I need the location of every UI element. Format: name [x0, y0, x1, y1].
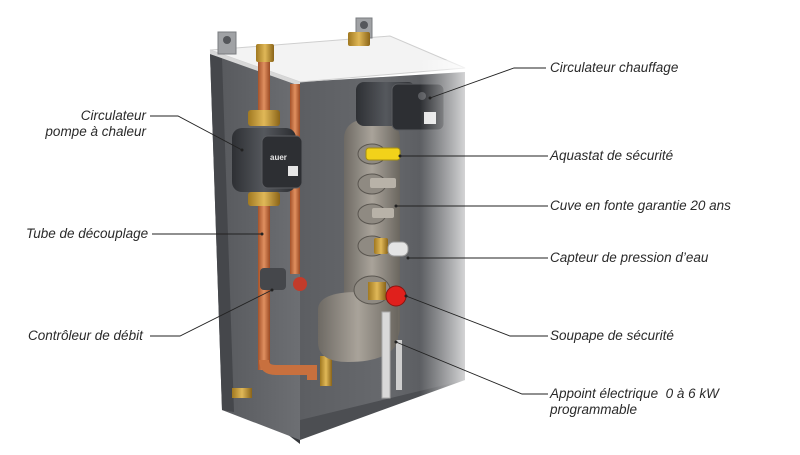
brand-logo: auer	[270, 153, 287, 162]
electric-heater	[381, 311, 391, 399]
pressure-sensor	[387, 241, 409, 257]
label-circulator-heatpump: Circulateur pompe à chaleur	[30, 108, 146, 140]
label-aquastat: Aquastat de sécurité	[550, 148, 674, 163]
label-flow-controller: Contrôleur de débit	[28, 328, 143, 343]
label-cast-iron-vessel: Cuve en fonte garantie 20 ans	[550, 198, 731, 213]
label-pressure-sensor: Capteur de pression d’eau	[550, 250, 709, 265]
label-circulator-heating: Circulateur chauffage	[550, 60, 679, 75]
safety-valve	[385, 285, 407, 307]
label-safety-valve: Soupape de sécurité	[550, 328, 674, 343]
label-electric-heater: Appoint électrique 0 à 6 kW programmable	[550, 386, 780, 418]
label-electric-heater-line1: Appoint électrique 0 à 6 kW	[550, 386, 719, 401]
label-circulator-heatpump-line2: pompe à chaleur	[45, 124, 146, 139]
label-circulator-heatpump-line1: Circulateur	[80, 108, 146, 123]
label-electric-heater-line2: programmable	[550, 402, 638, 417]
aquastat	[365, 147, 401, 161]
leader-lines	[150, 67, 548, 395]
label-decoupling-tube: Tube de découplage	[26, 226, 149, 241]
flow-controller	[260, 268, 286, 290]
